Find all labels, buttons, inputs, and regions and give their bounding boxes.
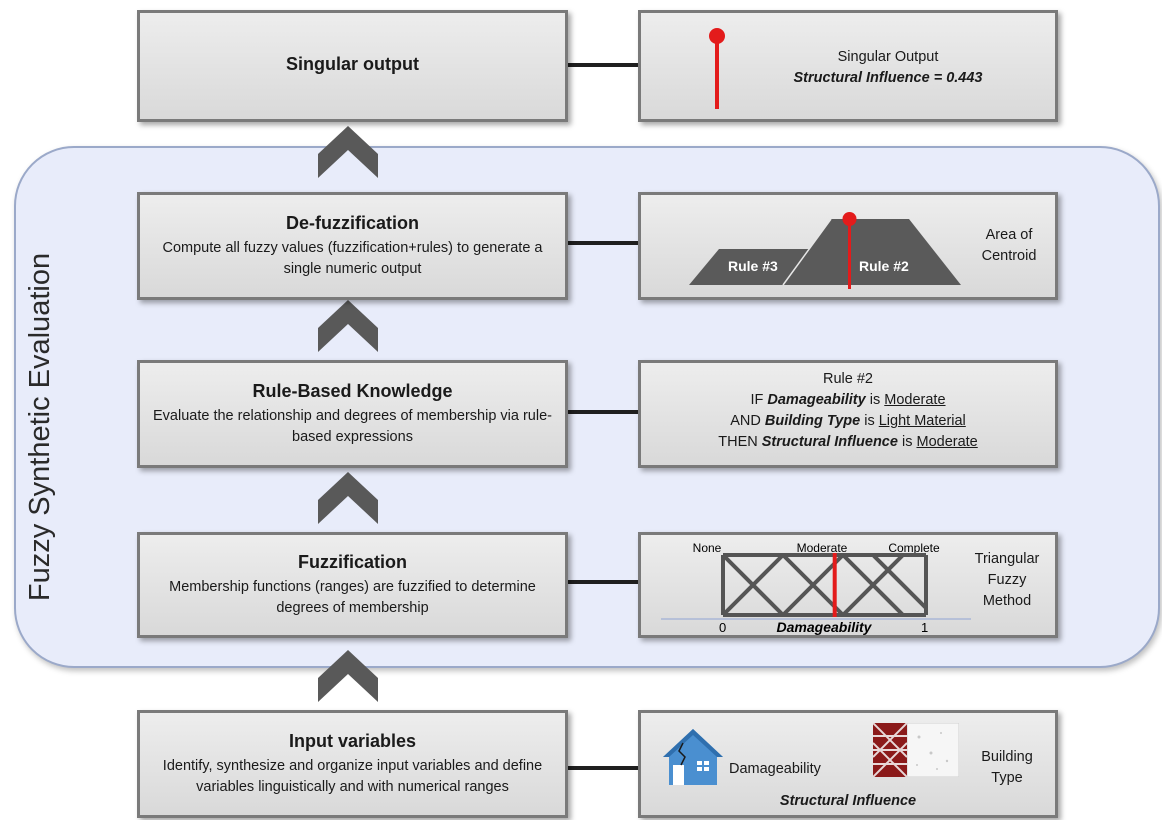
chevron-up-icon bbox=[318, 126, 378, 178]
house-icon bbox=[663, 729, 723, 785]
example-singular-output: Singular Output Structural Influence = 0… bbox=[638, 10, 1058, 122]
example-rule: Rule #2 IF Damageability is Moderate AND… bbox=[638, 360, 1058, 468]
rule-heading: Rule #2 bbox=[823, 371, 873, 387]
step-title: Rule-Based Knowledge bbox=[252, 380, 453, 401]
connector bbox=[568, 580, 638, 584]
frame-title: Fuzzy Synthetic Evaluation bbox=[24, 252, 56, 602]
centroid-label-2: Centroid bbox=[981, 248, 1037, 264]
step-description: Membership functions (ranges) are fuzzif… bbox=[169, 578, 536, 616]
brick-wall-icon bbox=[873, 723, 907, 777]
axis-min: 0 bbox=[719, 620, 726, 635]
step-singular-output: Singular output bbox=[137, 10, 568, 122]
connector bbox=[568, 766, 638, 770]
rule-3-label: Rule #3 bbox=[728, 258, 778, 274]
step-input-variables: Input variables Identify, synthesize and… bbox=[137, 710, 568, 818]
centroid-line bbox=[848, 219, 851, 289]
connector bbox=[568, 241, 638, 245]
step-title: Input variables bbox=[288, 730, 417, 751]
step-fuzzification: Fuzzification Membership functions (rang… bbox=[137, 532, 568, 638]
pin-marker-icon bbox=[709, 28, 725, 109]
centroid-text: Area of Centroid bbox=[963, 225, 1055, 267]
output-value: Structural Influence = 0.443 bbox=[793, 70, 983, 86]
method-line-2: Fuzzy bbox=[987, 572, 1027, 588]
label-moderate: Moderate bbox=[797, 541, 848, 555]
output-label: Singular Output bbox=[837, 49, 939, 65]
centroid-pin bbox=[842, 212, 857, 226]
output-text: Singular Output Structural Influence = 0… bbox=[731, 47, 1045, 89]
input-var-1: Damageability bbox=[729, 761, 821, 777]
rule-line-if: IF Damageability is Moderate bbox=[750, 392, 946, 408]
rule-line-and: AND Building Type is Light Material bbox=[730, 413, 966, 429]
label-none: None bbox=[693, 541, 722, 555]
input-footer: Structural Influence bbox=[779, 793, 917, 809]
centroid-label-1: Area of bbox=[985, 227, 1033, 243]
input-var-2-line-2: Type bbox=[991, 770, 1023, 786]
example-fuzzification: None Moderate Complete 0 Damageability 1… bbox=[638, 532, 1058, 638]
step-title: De-fuzzification bbox=[286, 212, 419, 233]
centroid-diagram: Rule #3 Rule #2 bbox=[689, 212, 961, 289]
chevron-up-icon bbox=[318, 300, 378, 352]
step-description: Identify, synthesize and organize input … bbox=[162, 757, 543, 795]
connector bbox=[568, 410, 638, 414]
axis-max: 1 bbox=[921, 620, 928, 635]
step-rule-based-knowledge: Rule-Based Knowledge Evaluate the relati… bbox=[137, 360, 568, 468]
method-text: Triangular Fuzzy Method bbox=[959, 549, 1055, 612]
chevron-up-icon bbox=[318, 472, 378, 524]
input-var-2-line-1: Building bbox=[981, 749, 1033, 765]
membership-marker bbox=[832, 553, 837, 617]
step-title: Singular output bbox=[286, 53, 419, 74]
example-defuzzification: Rule #3 Rule #2 Area of Centroid bbox=[638, 192, 1058, 300]
label-complete: Complete bbox=[888, 541, 940, 555]
step-title: Fuzzification bbox=[298, 551, 407, 572]
connector bbox=[568, 63, 638, 67]
rule-2-label: Rule #2 bbox=[859, 258, 909, 274]
method-line-3: Method bbox=[982, 593, 1032, 609]
step-description: Compute all fuzzy values (fuzzification+… bbox=[162, 239, 543, 277]
rule-line-then: THEN Structural Influence is Moderate bbox=[718, 434, 978, 450]
membership-functions: None Moderate Complete 0 Damageability 1 bbox=[661, 541, 971, 635]
rule-2-shape bbox=[783, 219, 961, 285]
axis-label: Damageability bbox=[777, 619, 873, 635]
step-defuzzification: De-fuzzification Compute all fuzzy value… bbox=[137, 192, 568, 300]
triangles bbox=[721, 553, 928, 617]
concrete-icon bbox=[907, 723, 959, 777]
step-description: Evaluate the relationship and degrees of… bbox=[153, 407, 552, 445]
method-line-1: Triangular bbox=[974, 551, 1040, 567]
chevron-up-icon bbox=[318, 650, 378, 702]
input-var-2: Building Type bbox=[961, 747, 1053, 789]
rule-text: Rule #2 IF Damageability is Moderate AND… bbox=[641, 369, 1055, 453]
example-input-variables: Damageability Building Type Structural I… bbox=[638, 710, 1058, 818]
